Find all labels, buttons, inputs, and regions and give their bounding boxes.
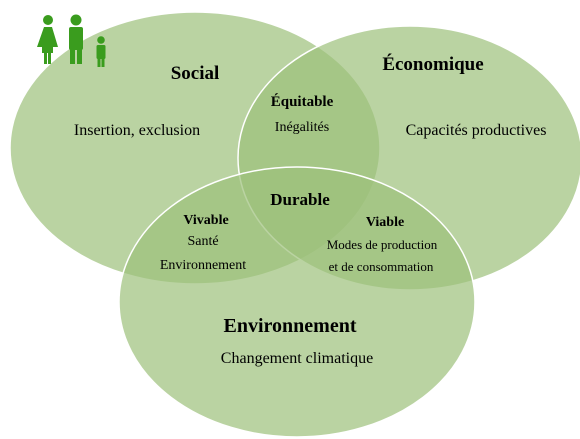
durable-title: Durable xyxy=(270,190,330,209)
economique-title: Économique xyxy=(382,53,483,75)
economique-text: Capacités productives xyxy=(406,122,547,139)
social-title: Social xyxy=(171,63,220,84)
viable-title: Viable xyxy=(366,215,404,230)
vivable-line2: Environnement xyxy=(160,258,246,273)
viable-line2: et de consommation xyxy=(329,259,434,274)
equitable-text: Inégalités xyxy=(275,120,329,135)
social-text: Insertion, exclusion xyxy=(74,122,200,139)
family-people-icon xyxy=(37,14,106,67)
vivable-title: Vivable xyxy=(183,213,228,228)
environnement-circle xyxy=(118,166,476,438)
equitable-title: Équitable xyxy=(271,93,334,110)
environnement-text: Changement climatique xyxy=(221,350,373,367)
environnement-title: Environnement xyxy=(224,315,357,337)
viable-line1: Modes de production xyxy=(327,237,438,252)
vivable-line1: Santé xyxy=(187,234,218,249)
